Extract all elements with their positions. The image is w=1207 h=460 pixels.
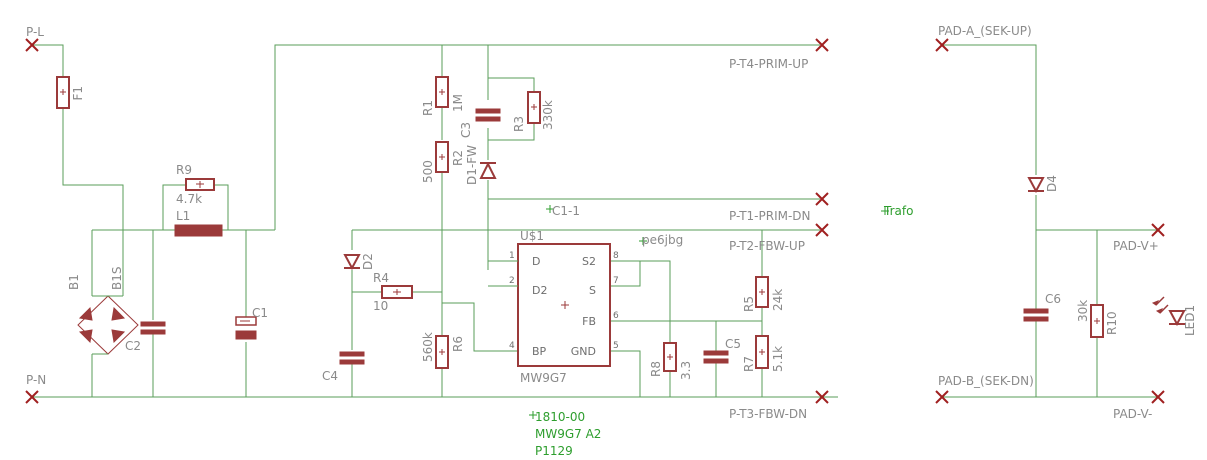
label-r10: R10 bbox=[1105, 311, 1119, 335]
fuse-f1 bbox=[56, 76, 70, 109]
label-r5: R5 bbox=[742, 296, 756, 312]
resistor-r3 bbox=[527, 91, 541, 124]
origin-markers bbox=[529, 205, 889, 419]
label-c5: C5 bbox=[725, 337, 741, 351]
ic-pin-labels: 1 2 4 5 6 7 8 D D2 BP S2 S FB GND bbox=[509, 251, 619, 358]
port-label-t3: P-T3-FBW-DN bbox=[729, 407, 807, 421]
resistor-r10 bbox=[1090, 304, 1104, 338]
pin-name-fb: FB bbox=[582, 315, 596, 328]
resistor-r1 bbox=[435, 76, 449, 108]
label-r10-value: 30k bbox=[1076, 300, 1090, 322]
note-board-name: MW9G7 A2 bbox=[535, 427, 601, 441]
part-labels: F1 B1 B1S C2 R9 4.7k L1 C1 R1 1M R2 500 … bbox=[67, 86, 1197, 385]
capacitor-c1 bbox=[235, 316, 257, 340]
label-r3-value: 330k bbox=[541, 100, 555, 130]
diode-d2 bbox=[343, 254, 361, 271]
label-r1-value: 1M bbox=[451, 94, 465, 112]
label-r9: R9 bbox=[176, 163, 192, 177]
port-label-pad-b: PAD-B_(SEK-DN) bbox=[938, 374, 1034, 388]
resistor-r9 bbox=[185, 178, 215, 191]
label-r5-value: 24k bbox=[771, 289, 785, 311]
port-label-pl: P-L bbox=[26, 25, 44, 39]
note-trafo: Trafo bbox=[883, 204, 913, 218]
pin-name-s2: S2 bbox=[582, 255, 596, 268]
resistor-r5 bbox=[755, 276, 769, 308]
label-led1: LED1 bbox=[1183, 305, 1197, 336]
label-f1: F1 bbox=[71, 86, 85, 101]
resistor-r8 bbox=[663, 342, 677, 372]
port-label-pn: P-N bbox=[26, 373, 46, 387]
label-d1: D1-FW bbox=[465, 145, 479, 185]
port-label-pad-a: PAD-A_(SEK-UP) bbox=[938, 24, 1032, 38]
label-r3: R3 bbox=[512, 116, 526, 132]
pin-number-5: 5 bbox=[613, 341, 619, 351]
label-r6: R6 bbox=[451, 336, 465, 352]
note-board-number: 1810-00 bbox=[535, 410, 585, 424]
diode-d4 bbox=[1027, 177, 1045, 194]
label-r7: R7 bbox=[742, 356, 756, 372]
notes: C1-1 pe6jbg Trafo 1810-00 MW9G7 A2 P1129 bbox=[535, 204, 913, 458]
pin-name-bp: BP bbox=[532, 345, 547, 358]
inductor-l1 bbox=[174, 224, 223, 237]
port-markers bbox=[25, 38, 1165, 404]
port-labels: P-L P-N P-T4-PRIM-UP P-T1-PRIM-DN P-T2-F… bbox=[26, 24, 1159, 421]
label-c2: C2 bbox=[125, 339, 141, 353]
led-led1 bbox=[1151, 296, 1186, 327]
label-r2-value: 500 bbox=[421, 160, 435, 183]
label-r2: R2 bbox=[451, 150, 465, 166]
pin-number-8: 8 bbox=[613, 251, 619, 261]
pin-number-6: 6 bbox=[613, 311, 619, 321]
label-r7-value: 5.1k bbox=[771, 346, 785, 372]
label-r8: R8 bbox=[649, 361, 663, 377]
port-label-t1: P-T1-PRIM-DN bbox=[729, 209, 811, 223]
ic-u1 bbox=[488, 243, 611, 367]
capacitor-c2 bbox=[140, 321, 166, 335]
resistor-r2 bbox=[435, 141, 449, 173]
capacitor-c6 bbox=[1023, 308, 1049, 322]
label-u1-value: MW9G7 bbox=[520, 371, 567, 385]
capacitor-c3 bbox=[475, 108, 501, 122]
port-label-t4: P-T4-PRIM-UP bbox=[729, 57, 808, 71]
resistor-r6 bbox=[435, 335, 449, 369]
pin-number-4: 4 bbox=[509, 341, 515, 351]
resistor-r7 bbox=[755, 335, 769, 369]
diode-d1 bbox=[479, 161, 497, 179]
note-pe6jbg: pe6jbg bbox=[642, 233, 683, 247]
port-label-pad-vp: PAD-V+ bbox=[1113, 239, 1159, 253]
label-c1: C1 bbox=[252, 306, 268, 320]
label-b1s: B1S bbox=[110, 267, 124, 290]
note-board-code: P1129 bbox=[535, 444, 573, 458]
capacitor-c5 bbox=[703, 350, 729, 364]
resistor-r4 bbox=[381, 285, 413, 299]
wires bbox=[32, 44, 1158, 398]
pin-name-d2: D2 bbox=[532, 284, 547, 297]
pin-name-gnd: GND bbox=[571, 345, 596, 358]
label-r4: R4 bbox=[373, 271, 389, 285]
label-d2: D2 bbox=[361, 253, 375, 270]
label-u1: U$1 bbox=[520, 229, 544, 243]
label-c3: C3 bbox=[459, 122, 473, 138]
pin-number-1: 1 bbox=[509, 251, 515, 261]
pin-number-2: 2 bbox=[509, 276, 515, 286]
pin-number-7: 7 bbox=[613, 276, 619, 286]
label-r4-value: 10 bbox=[373, 299, 388, 313]
pin-name-s: S bbox=[589, 284, 596, 297]
label-r1: R1 bbox=[421, 100, 435, 116]
label-l1: L1 bbox=[176, 209, 190, 223]
note-c11: C1-1 bbox=[552, 204, 580, 218]
label-r6-value: 560k bbox=[421, 332, 435, 362]
label-c6: C6 bbox=[1045, 292, 1061, 306]
capacitor-c4 bbox=[339, 351, 365, 365]
label-c4: C4 bbox=[322, 369, 338, 383]
pin-name-d: D bbox=[532, 255, 540, 268]
port-label-pad-vn: PAD-V- bbox=[1113, 407, 1152, 421]
label-d4: D4 bbox=[1045, 175, 1059, 192]
label-r9-value: 4.7k bbox=[176, 192, 202, 206]
label-b1: B1 bbox=[67, 274, 81, 290]
port-label-t2: P-T2-FBW-UP bbox=[729, 239, 805, 253]
label-r8-value: 3.3 bbox=[679, 361, 693, 380]
bridge-rectifier-b1 bbox=[77, 295, 139, 355]
